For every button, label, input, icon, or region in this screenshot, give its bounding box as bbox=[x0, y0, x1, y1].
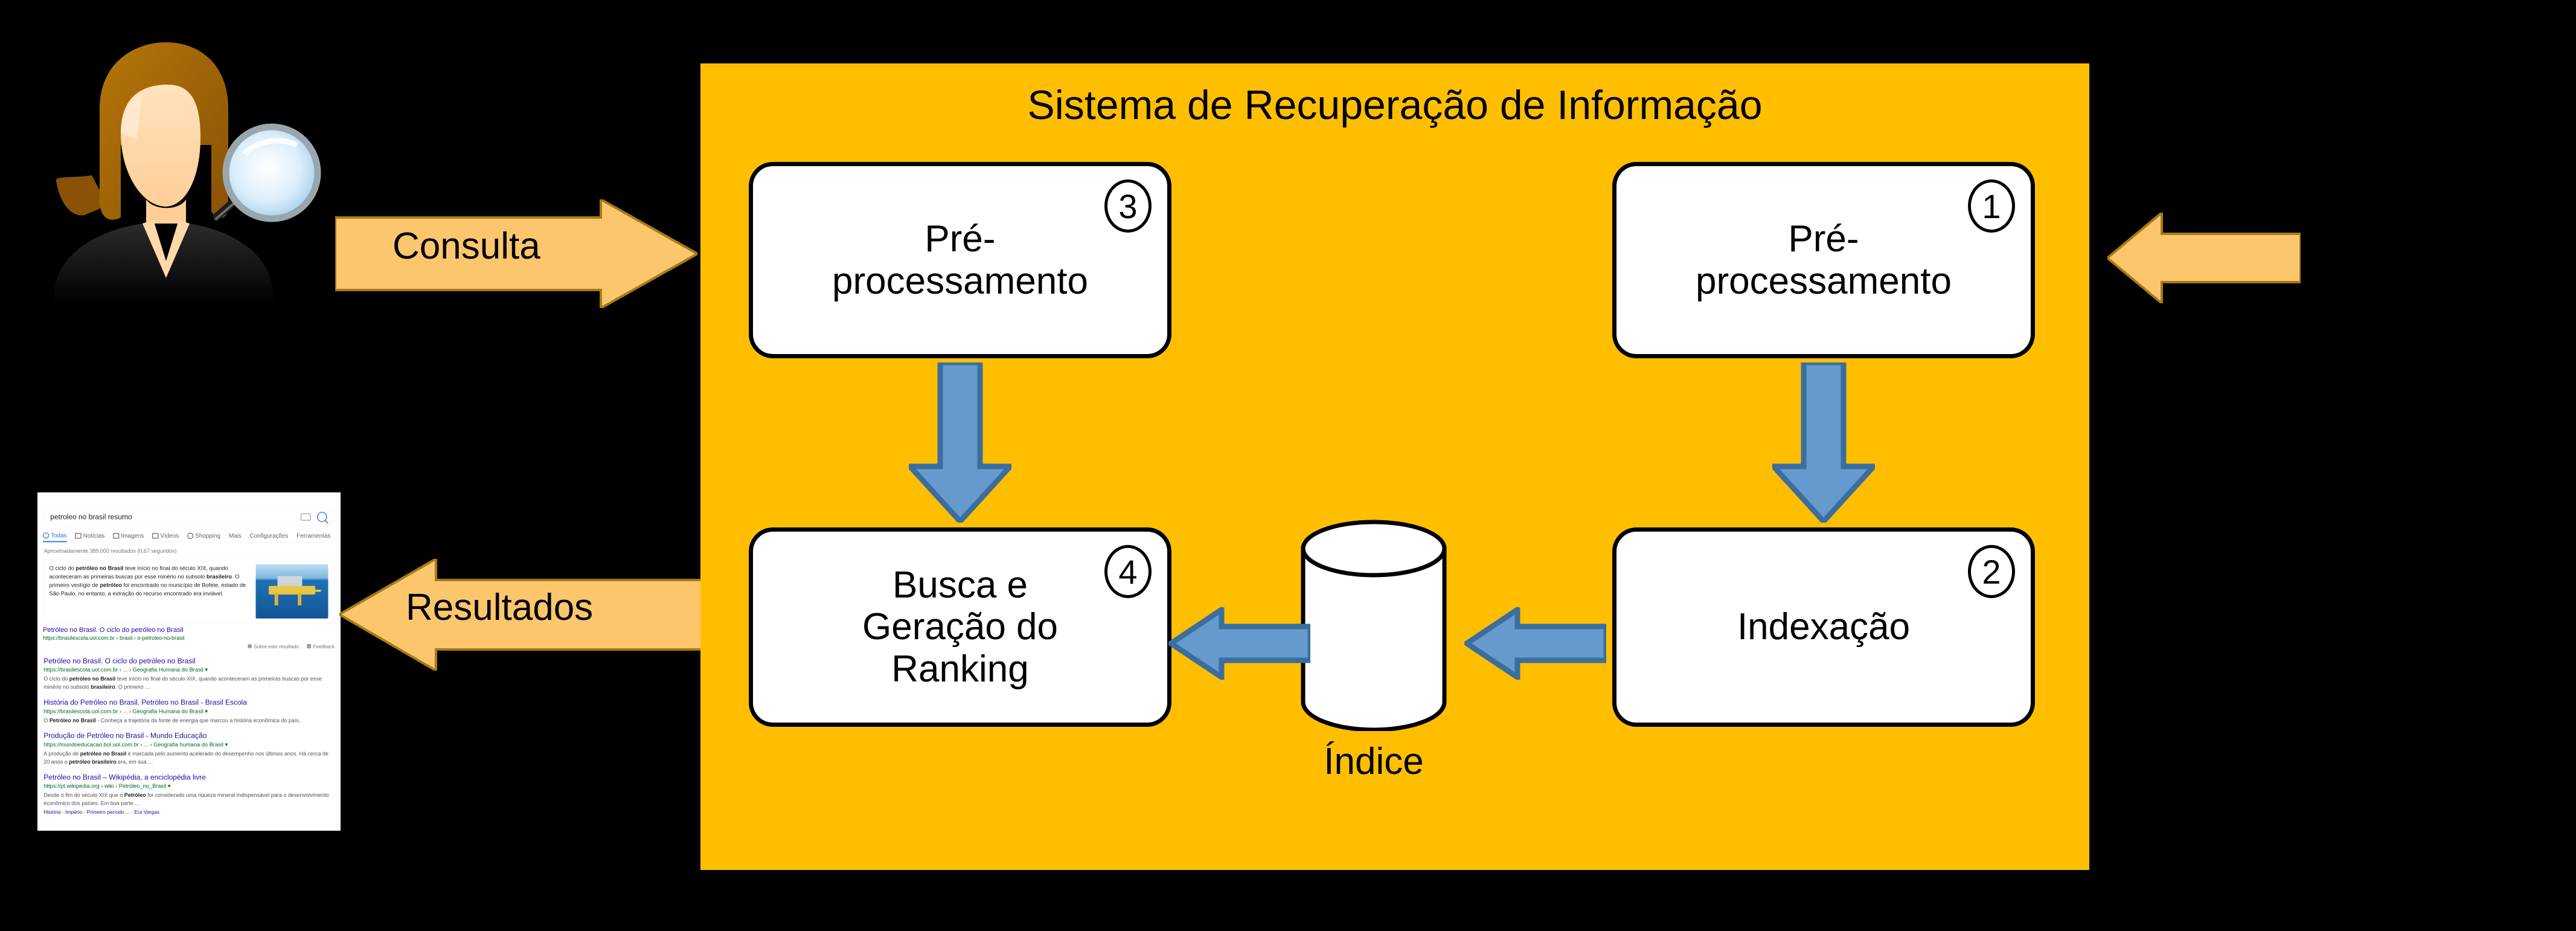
tab-imagens[interactable]: Imagens bbox=[113, 532, 144, 539]
tab-label: Configurações bbox=[249, 532, 289, 540]
about-result-link[interactable]: Sobre este resultado bbox=[248, 644, 299, 649]
feedback-link[interactable]: Feedback bbox=[307, 644, 335, 649]
tab-configuracoes[interactable]: Configurações bbox=[250, 532, 289, 539]
consulta-arrow bbox=[335, 199, 697, 308]
news-icon bbox=[75, 533, 82, 539]
tab-label: Mais bbox=[228, 532, 242, 540]
result-url[interactable]: https://mundoeducacao.bol.uol.com.br › .… bbox=[43, 741, 228, 748]
box-label: Pré-processamento bbox=[1696, 218, 1952, 302]
index-label: Índice bbox=[1324, 741, 1424, 782]
result-url[interactable]: https://brasilescola.uol.com.br › ... › … bbox=[43, 707, 208, 715]
documents-input-arrow bbox=[2107, 213, 2301, 303]
search-input[interactable]: petroleo no brasil resumo bbox=[50, 512, 132, 521]
arrow-index-to-search bbox=[1168, 607, 1310, 680]
tab-shopping[interactable]: Shopping bbox=[187, 532, 220, 539]
search-small-icon bbox=[43, 532, 50, 539]
result-title[interactable]: Petróleo no Brasil. O ciclo do petróleo … bbox=[43, 657, 196, 665]
tab-label: Vídeos bbox=[160, 532, 179, 540]
tab-videos[interactable]: Vídeos bbox=[152, 532, 179, 539]
consulta-label: Consulta bbox=[392, 225, 540, 267]
arrow-indexing-to-index bbox=[1464, 607, 1606, 680]
tab-label: Notícias bbox=[83, 532, 105, 540]
step-number-badge: 1 bbox=[1968, 179, 2015, 233]
featured-result-url[interactable]: https://brasilescola.uol.com.br › brasil… bbox=[43, 635, 185, 641]
list-item[interactable]: Petróleo no Brasil – Wikipédia, a encicl… bbox=[43, 773, 335, 815]
result-snippet: O ciclo do petróleo no Brasil teve iníci… bbox=[43, 675, 322, 691]
tab-noticias[interactable]: Notícias bbox=[75, 532, 104, 539]
search-results-screenshot[interactable]: petroleo no brasil resumo Todas Notícias… bbox=[37, 492, 341, 831]
tab-todas[interactable]: Todas bbox=[43, 532, 67, 543]
box-label: Indexação bbox=[1737, 606, 1911, 648]
box-label: Pré-processamento bbox=[832, 218, 1088, 302]
arrow-down-query bbox=[909, 362, 1011, 523]
resultados-arrow bbox=[339, 559, 702, 671]
result-title[interactable]: Produção de Petróleo no Brasil - Mundo E… bbox=[43, 732, 207, 740]
tab-label: Imagens bbox=[121, 532, 144, 540]
featured-result-title[interactable]: Petróleo no Brasil. O ciclo do petróleo … bbox=[43, 626, 184, 634]
list-item[interactable]: Produção de Petróleo no Brasil - Mundo E… bbox=[43, 732, 335, 766]
box-pre-processing-document[interactable]: Pré-processamento 1 bbox=[1612, 162, 2035, 358]
page-title: Sistema de Recuperação de Informação bbox=[1027, 82, 1763, 128]
result-title[interactable]: Petróleo no Brasil – Wikipédia, a encicl… bbox=[43, 773, 207, 782]
search-tabs[interactable]: Todas Notícias Imagens Vídeos Shopping M… bbox=[43, 532, 335, 543]
tab-label: Shopping bbox=[195, 532, 221, 540]
result-url[interactable]: https://pt.wikipedia.org › wiki › Petról… bbox=[43, 782, 171, 790]
search-bar[interactable]: petroleo no brasil resumo bbox=[43, 508, 335, 526]
featured-snippet-text: O ciclo do petróleo no Brasil teve iníci… bbox=[49, 565, 246, 597]
tab-label: Ferramentas bbox=[296, 532, 331, 540]
box-pre-processing-query[interactable]: Pré-processamento 3 bbox=[749, 162, 1171, 358]
step-number-badge: 2 bbox=[1968, 545, 2015, 598]
featured-snippet-card[interactable]: O ciclo do petróleo no Brasil teve iníci… bbox=[43, 559, 335, 624]
oil-rig-thumbnail bbox=[255, 564, 328, 619]
index-database-cylinder bbox=[1298, 520, 1449, 731]
keyboard-icon[interactable] bbox=[300, 513, 311, 521]
result-url[interactable]: https://brasilescola.uol.com.br › ... › … bbox=[43, 666, 208, 673]
user-with-magnifier-icon bbox=[36, 24, 326, 308]
tab-label: Todas bbox=[51, 532, 67, 539]
result-snippet: Desde o fim do século XIX que o Petróleo… bbox=[43, 792, 329, 807]
step-number-badge: 3 bbox=[1104, 179, 1152, 233]
tag-icon bbox=[187, 532, 194, 539]
image-icon bbox=[113, 533, 120, 539]
video-icon bbox=[152, 533, 159, 539]
result-count: Aproximadamente 389.000 resultados (0,67… bbox=[43, 548, 177, 554]
tab-mais[interactable]: Mais bbox=[229, 532, 242, 539]
step-number-badge: 4 bbox=[1104, 545, 1152, 598]
arrow-down-document bbox=[1772, 362, 1875, 523]
result-title[interactable]: História do Petróleo no Brasil. Petróleo… bbox=[43, 698, 248, 707]
result-sitelinks[interactable]: História · Império · Primeiro período ..… bbox=[43, 809, 159, 815]
result-snippet: O Petróleo no Brasil - Conheça a trajetó… bbox=[43, 717, 301, 724]
box-indexing[interactable]: Indexação 2 bbox=[1612, 527, 2035, 727]
resultados-label: Resultados bbox=[406, 587, 594, 628]
list-item[interactable]: História do Petróleo no Brasil. Petróleo… bbox=[43, 698, 335, 724]
search-icon[interactable] bbox=[316, 512, 327, 523]
list-item[interactable]: Petróleo no Brasil. O ciclo do petróleo … bbox=[43, 657, 335, 691]
tab-ferramentas[interactable]: Ferramentas bbox=[296, 532, 330, 539]
result-snippet: A produção de petróleo no Brasil é marca… bbox=[43, 750, 328, 765]
